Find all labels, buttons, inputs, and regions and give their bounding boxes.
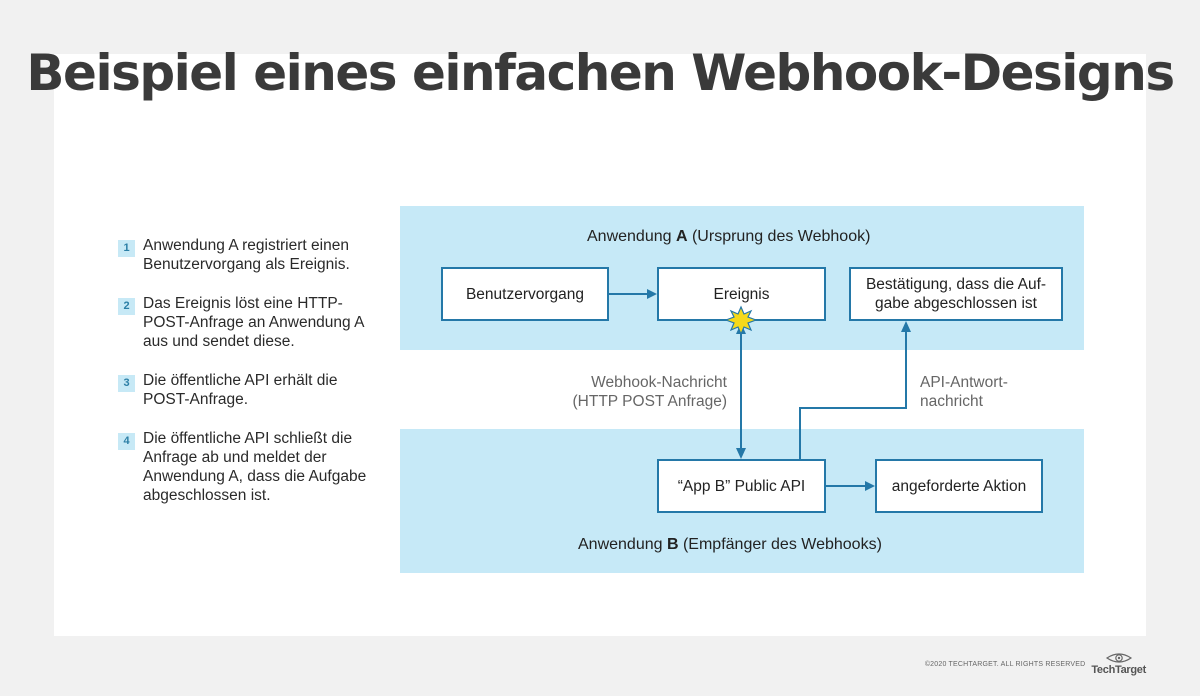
step-number-badge: 2 <box>118 298 135 315</box>
page-title: Beispiel eines einfachen Webhook-Designs <box>26 44 1175 102</box>
techtarget-logo: TechTarget <box>1091 652 1146 676</box>
event-label: Ereignis <box>713 285 770 303</box>
arrowhead-requested-action <box>865 481 875 491</box>
confirmation-label-line1: Bestätigung, dass die Auf- <box>865 276 1047 293</box>
step-item: 2 Das Ereignis löst eine HTTP-POST-Anfra… <box>118 294 368 351</box>
public-api-box: “App B” Public API <box>657 459 826 513</box>
application-a-label-suffix: (Ursprung des Webhook) <box>687 228 871 245</box>
event-spark-icon <box>724 305 758 336</box>
step-number-badge: 3 <box>118 375 135 392</box>
application-b-label-suffix: (Empfänger des Webhooks) <box>678 536 882 553</box>
user-action-label: Benutzervorgang <box>465 285 585 303</box>
application-b-label: Anwendung B (Empfänger des Webhooks) <box>578 536 882 554</box>
confirmation-box: Bestätigung, dass die Auf- gabe abgeschl… <box>849 267 1063 321</box>
user-action-box: Benutzervorgang <box>441 267 609 321</box>
step-number-badge: 4 <box>118 433 135 450</box>
arrowhead-event <box>647 289 657 299</box>
step-item: 4 Die öffentliche API schließt die Anfra… <box>118 429 368 505</box>
brand-name: TechTarget <box>1091 664 1146 676</box>
confirmation-label-line2: gabe abgeschlossen ist <box>874 295 1037 312</box>
arrow-api-response-to-confirmation <box>799 332 907 459</box>
step-number-badge: 1 <box>118 240 135 257</box>
arrowhead-public-api <box>736 448 746 459</box>
eye-logo-icon <box>1105 653 1132 663</box>
arrowhead-confirmation <box>901 321 911 332</box>
steps-list: 1 Anwendung A registriert einen Benutzer… <box>118 236 368 525</box>
webhook-message-line2: (HTTP POST Anfrage) <box>572 393 727 410</box>
api-response-label: API-Antwort- nachricht <box>920 373 1008 411</box>
requested-action-label: angeforderte Aktion <box>891 477 1027 495</box>
footer: ©2020 TECHTARGET. ALL RIGHTS RESERVED Te… <box>925 652 1146 676</box>
public-api-label: “App B” Public API <box>677 477 806 495</box>
application-a-letter: A <box>675 228 688 245</box>
step-text: Die öffentliche API schließt die Anfrage… <box>143 430 367 504</box>
api-response-line2: nachricht <box>920 393 983 410</box>
api-response-line1: API-Antwort- <box>920 374 1008 391</box>
step-text: Anwendung A registriert einen Benutzervo… <box>143 237 350 273</box>
application-a-label-prefix: Anwendung <box>587 228 676 245</box>
application-b-label-prefix: Anwendung <box>578 536 667 553</box>
application-b-letter: B <box>666 536 679 553</box>
application-a-label: Anwendung A (Ursprung des Webhook) <box>587 228 870 246</box>
step-item: 3 Die öffentliche API erhält die POST-An… <box>118 371 368 409</box>
copyright-text: ©2020 TECHTARGET. ALL RIGHTS RESERVED <box>924 660 1086 668</box>
requested-action-box: angeforderte Aktion <box>875 459 1043 513</box>
step-text: Die öffentliche API erhält die POST-Anfr… <box>143 372 338 408</box>
webhook-message-line1: Webhook-Nachricht <box>591 374 727 391</box>
webhook-message-label: Webhook-Nachricht (HTTP POST Anfrage) <box>560 373 727 411</box>
step-item: 1 Anwendung A registriert einen Benutzer… <box>118 236 368 274</box>
step-text: Das Ereignis löst eine HTTP-POST-Anfrage… <box>143 295 364 350</box>
